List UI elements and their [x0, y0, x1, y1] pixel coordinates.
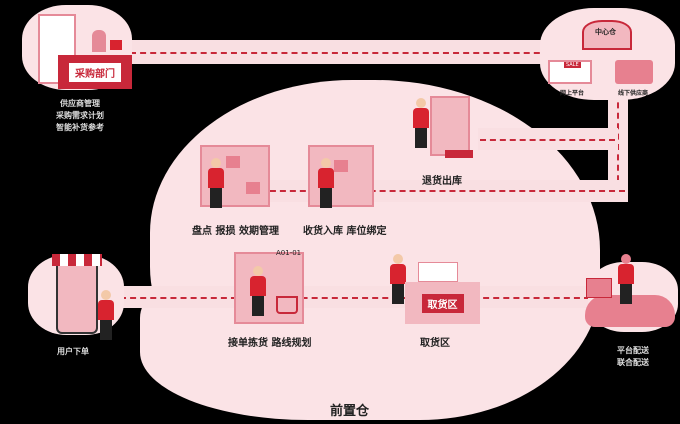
purchase-notes: 供应商管理 采购需求计划 智能补货参考 — [40, 98, 120, 134]
worker-illustration — [318, 158, 334, 208]
return-shelf — [430, 96, 470, 156]
warehouse-icon — [582, 20, 632, 50]
picking-label: 接单拣货 路线规划 — [228, 338, 312, 349]
route-top-dash — [130, 52, 560, 54]
return-label: 退货出库 — [422, 176, 462, 187]
person-illustration — [92, 30, 106, 52]
box — [246, 182, 260, 194]
route-return-dash — [480, 139, 615, 141]
rider-illustration — [618, 254, 634, 304]
delivery-box-icon — [586, 278, 612, 298]
purchase-sign: 采购部门 — [58, 55, 132, 89]
awning-icon — [52, 254, 102, 266]
delivery-notes: 平台配送 联合配送 — [608, 345, 658, 369]
worker-illustration — [413, 98, 429, 148]
mobile-store-icon — [56, 256, 98, 334]
location-code: A01-01 — [276, 249, 302, 257]
truck-icon — [615, 60, 653, 84]
pickup-sign-label: 取货区 — [421, 293, 464, 313]
box — [334, 160, 348, 172]
receive-label: 收货入库 库位绑定 — [303, 226, 387, 237]
user-order-label: 用户下单 — [57, 347, 89, 356]
pickup-counter: 取货区 — [405, 282, 480, 324]
route-bottom-dash — [120, 297, 590, 299]
box — [226, 156, 240, 168]
front-warehouse-area-lower — [140, 250, 560, 420]
inventory-label: 盘点 报损 效期管理 — [192, 226, 279, 237]
computer-icon — [110, 40, 122, 50]
worker-illustration — [250, 266, 266, 316]
delivery-note: 联合配送 — [617, 358, 649, 367]
purchase-note: 智能补货参考 — [56, 123, 104, 132]
goods-bags-icon — [418, 262, 458, 282]
purchase-note: 供应商管理 — [60, 99, 100, 108]
route-mid-dash — [240, 190, 625, 192]
route-right-dash — [617, 92, 619, 202]
sale-badge: SALE — [564, 62, 581, 68]
hand-cart-icon — [445, 150, 473, 158]
customer-illustration — [98, 290, 114, 340]
offline-supplier-label: 线下供应商 — [618, 90, 649, 97]
pickup-label: 取货区 — [420, 338, 450, 349]
worker-illustration — [390, 254, 406, 304]
worker-illustration — [208, 158, 224, 208]
purchase-sign-label: 采购部门 — [69, 62, 121, 82]
delivery-note: 平台配送 — [617, 346, 649, 355]
purchase-note: 采购需求计划 — [56, 111, 104, 120]
online-platform-label: 网上平台 — [560, 90, 585, 97]
center-warehouse-title: 中心仓 — [595, 28, 616, 36]
shopping-cart-icon — [276, 296, 298, 314]
front-warehouse-title: 前置仓 — [330, 404, 370, 419]
